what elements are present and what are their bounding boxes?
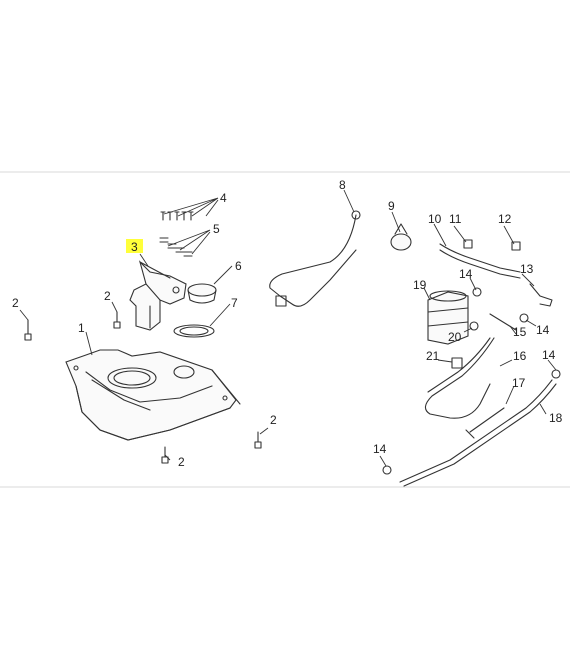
clip-14b[interactable]: [519, 313, 529, 323]
callout-20[interactable]: 20: [448, 330, 462, 344]
callout-2-bottom[interactable]: 2: [178, 455, 185, 469]
callout-3[interactable]: 3: [131, 240, 138, 254]
callout-4[interactable]: 4: [220, 191, 227, 205]
callout-14-c[interactable]: 14: [542, 348, 556, 362]
clip-20[interactable]: [469, 321, 479, 331]
drain-hose[interactable]: [399, 379, 557, 487]
callout-11[interactable]: 11: [449, 212, 462, 226]
washer-set[interactable]: [159, 237, 193, 257]
fuel-cap[interactable]: [187, 283, 217, 304]
callout-7[interactable]: 7: [231, 296, 238, 310]
bolt-left[interactable]: [24, 319, 32, 341]
callout-14-a[interactable]: 14: [459, 267, 473, 281]
fuel-tank[interactable]: [65, 349, 241, 441]
callout-19[interactable]: 19: [413, 278, 427, 292]
callout-5[interactable]: 5: [213, 222, 220, 236]
callout-16[interactable]: 16: [513, 349, 527, 363]
callout-13[interactable]: 13: [520, 262, 534, 276]
callout-labels: 1 2 2 2 2 3 4 5 6 7 8 9 10 11 12 13 14 1…: [12, 178, 563, 469]
clip-14a[interactable]: [472, 287, 482, 297]
gasket-ring[interactable]: [173, 324, 215, 338]
pipe-15[interactable]: [489, 313, 517, 331]
leader-lines: [19, 189, 557, 467]
callout-1[interactable]: 1: [78, 321, 85, 335]
callout-6[interactable]: 6: [235, 259, 242, 273]
clip-21[interactable]: [451, 357, 463, 369]
callout-2-right[interactable]: 2: [270, 413, 277, 427]
bolt-17[interactable]: [465, 407, 505, 439]
bolt-mid[interactable]: [113, 311, 121, 329]
callout-3-highlight: [126, 239, 143, 253]
callout-2-mid[interactable]: 2: [104, 289, 111, 303]
callout-21[interactable]: 21: [426, 349, 440, 363]
callout-2-left[interactable]: 2: [12, 296, 19, 310]
charcoal-canister[interactable]: [427, 290, 469, 345]
callout-9[interactable]: 9: [388, 199, 395, 213]
callout-12[interactable]: 12: [498, 212, 512, 226]
callout-17[interactable]: 17: [512, 376, 526, 390]
callout-18[interactable]: 18: [549, 411, 563, 425]
callout-15[interactable]: 15: [513, 325, 527, 339]
callout-14-d[interactable]: 14: [373, 442, 387, 456]
callout-8[interactable]: 8: [339, 178, 346, 192]
return-hose[interactable]: [424, 337, 495, 419]
hose-assembly-top[interactable]: [439, 239, 553, 307]
bolt-right[interactable]: [254, 431, 262, 449]
callout-10[interactable]: 10: [428, 212, 442, 226]
clip-14d[interactable]: [382, 465, 392, 475]
callout-14-b[interactable]: 14: [536, 323, 550, 337]
clip-14c[interactable]: [551, 369, 561, 379]
vacuum-valve[interactable]: [390, 223, 412, 251]
fuel-hose[interactable]: [269, 210, 361, 307]
fuel-pump-assembly[interactable]: [129, 260, 187, 331]
